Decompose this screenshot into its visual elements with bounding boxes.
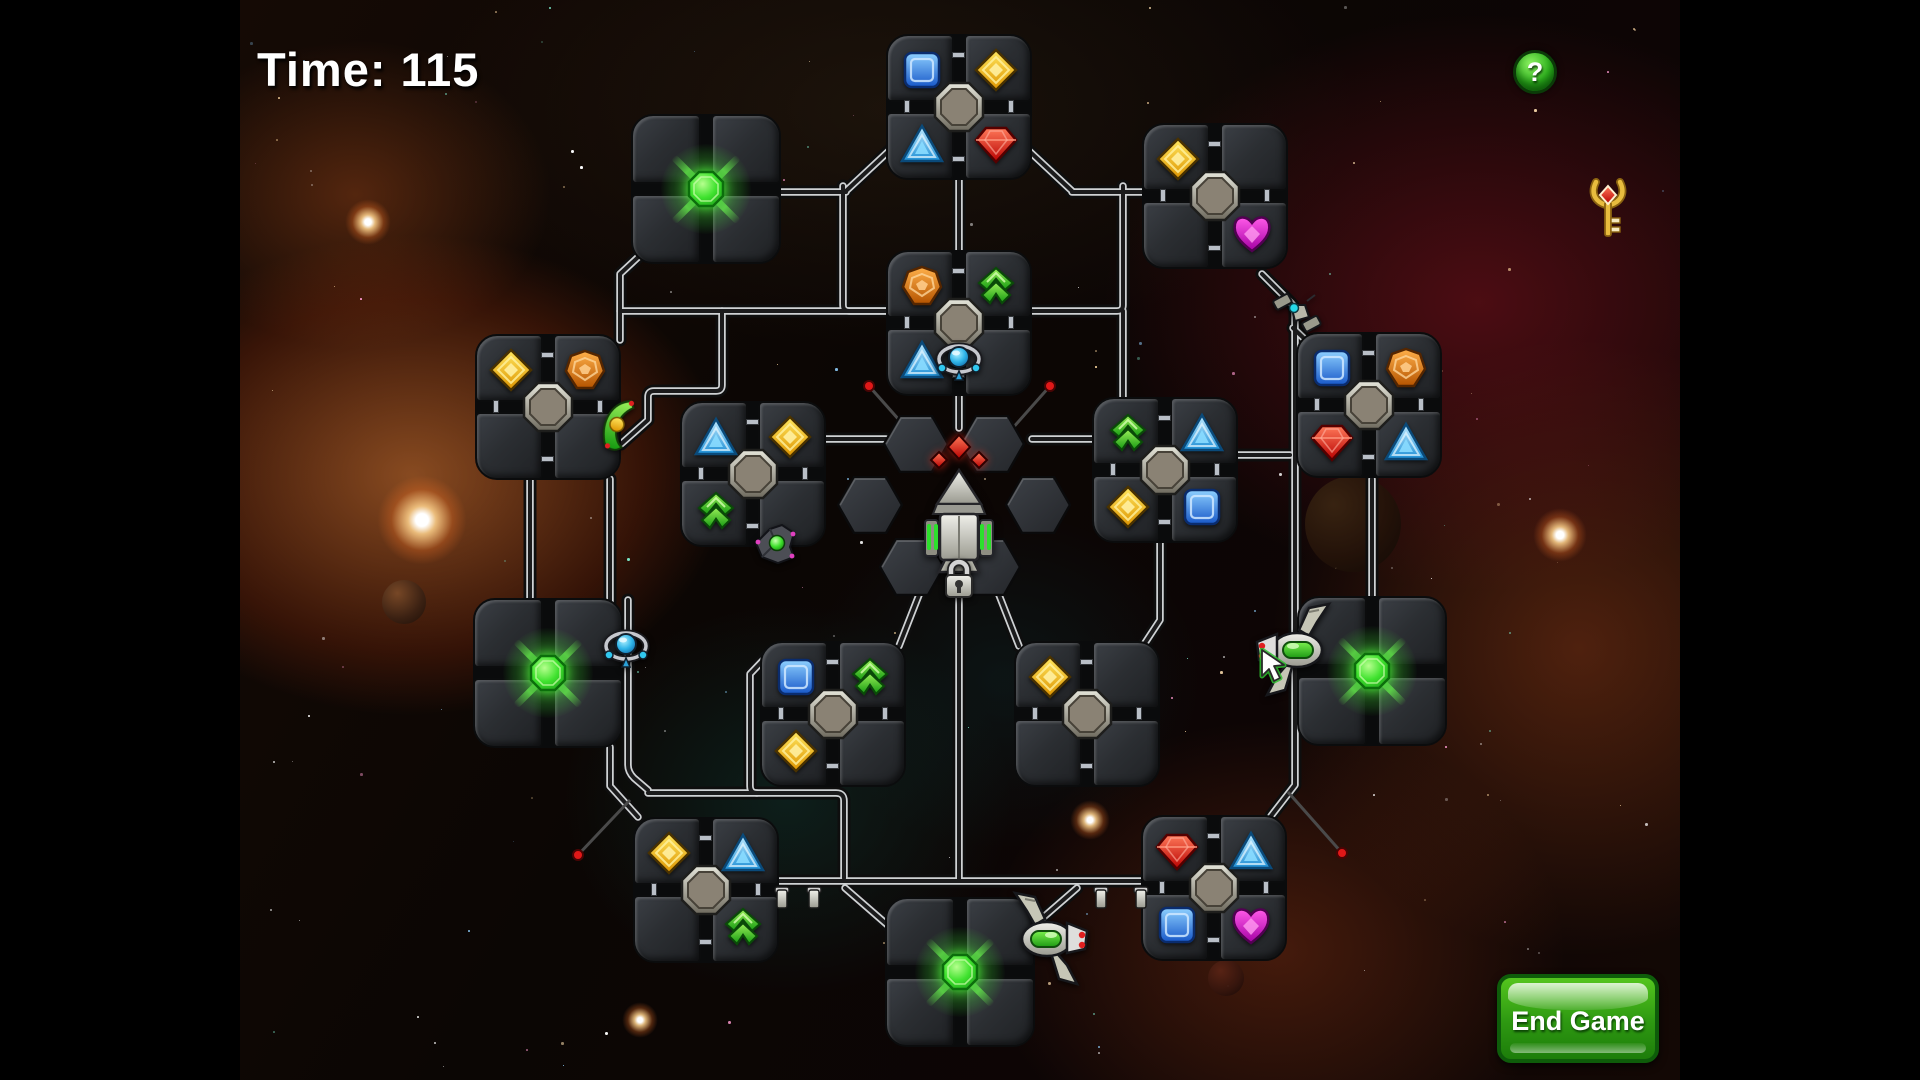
question-mark-icon: ? [1526,57,1544,87]
time-display: Time: 115 [257,43,480,96]
help-button[interactable]: ? [1513,50,1557,94]
key-icon [1589,178,1627,237]
end-game-button[interactable]: End Game [1497,974,1659,1063]
game-stage [240,0,1680,1080]
mouse-cursor [1259,648,1289,684]
